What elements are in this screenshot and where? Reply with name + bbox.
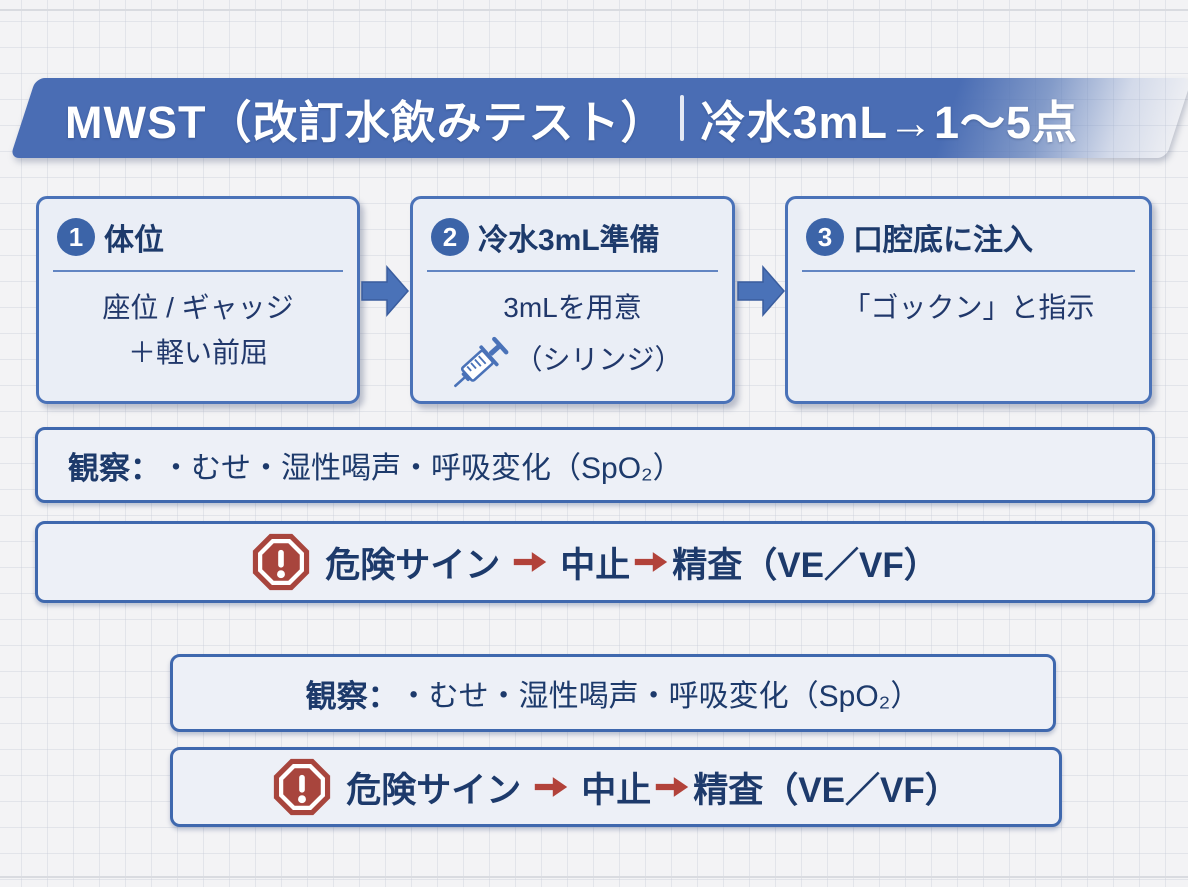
- banner-divider: [680, 95, 685, 141]
- danger-followup-text: 精査（VE／VF）: [693, 770, 960, 810]
- observation-label: 観察：: [305, 678, 399, 714]
- step-3-body: 「ゴックン」と指示: [788, 285, 1149, 330]
- step-3-header: 3 口腔底に注入: [788, 199, 1149, 259]
- step-box-1: 1 体位 座位 / ギャッジ ＋軽い前屈: [36, 196, 360, 404]
- step-3-line-1: 「ゴックン」と指示: [842, 292, 1095, 323]
- step-3-number-badge: 3: [806, 218, 844, 256]
- observation-text: ・むせ・湿性喝声・呼吸変化（SpO₂）: [398, 680, 921, 713]
- title-banner: MWST（改訂水飲みテスト） 冷水3mL→1〜5点: [10, 78, 1188, 158]
- step-2-line-1: 3mLを用意: [503, 292, 642, 323]
- danger-stop-text: 中止: [581, 770, 652, 810]
- step-1-line-1: 座位 / ギャッジ: [102, 292, 294, 323]
- danger-band-1: 危険サイン 中止 精査（VE／VF）: [35, 521, 1155, 603]
- step-2-syringe-row: （シリンジ）: [413, 332, 732, 388]
- divider: [802, 270, 1135, 272]
- stop-warning-icon: [272, 757, 332, 817]
- syringe-icon: [429, 311, 534, 416]
- title-banner-content: MWST（改訂水飲みテスト） 冷水3mL→1〜5点: [23, 78, 1179, 158]
- step-3-title: 口腔底に注入: [853, 224, 1033, 257]
- divider: [427, 270, 718, 272]
- banner-subtitle: 冷水3mL→1〜5点: [700, 96, 1079, 148]
- step-2-line-2: （シリンジ）: [514, 343, 683, 375]
- step-2-header: 2 冷水3mL準備: [413, 199, 732, 259]
- danger-band-2: 危険サイン 中止 精査（VE／VF）: [170, 747, 1062, 827]
- observation-label: 観察：: [68, 450, 161, 486]
- banner-title: MWST（改訂水飲みテスト）: [65, 96, 667, 148]
- observation-band-2: 観察： ・むせ・湿性喝声・呼吸変化（SpO₂）: [170, 654, 1056, 732]
- divider: [53, 270, 343, 272]
- step-1-title: 体位: [104, 224, 164, 257]
- step-2-number-badge: 2: [431, 218, 469, 256]
- observation-band-1: 観察： ・むせ・湿性喝声・呼吸変化（SpO₂）: [35, 427, 1155, 503]
- step-1-line-2: ＋軽い前屈: [127, 337, 268, 369]
- page-edge-line: [0, 9, 1188, 11]
- danger-sign-text: 危険サイン: [346, 770, 522, 810]
- danger-stop-text: 中止: [560, 545, 631, 585]
- danger-sign-text: 危険サイン: [325, 545, 501, 585]
- step-1-number-badge: 1: [57, 218, 95, 256]
- step-2-body: 3mLを用意 （シリンジ）: [413, 285, 732, 388]
- arrow-right-icon: [737, 265, 785, 317]
- step-box-2: 2 冷水3mL準備 3mLを用意 （シリンジ）: [410, 196, 735, 404]
- arrow-right-icon: [361, 265, 409, 317]
- page-edge-line: [0, 876, 1188, 878]
- arrow-right-icon: [635, 552, 668, 572]
- step-2-title: 冷水3mL準備: [478, 224, 660, 257]
- observation-text: ・むせ・湿性喝声・呼吸変化（SpO₂）: [161, 452, 683, 485]
- stop-warning-icon: [251, 532, 311, 592]
- step-1-header: 1 体位: [39, 199, 357, 259]
- arrow-right-icon: [514, 552, 547, 572]
- step-box-3: 3 口腔底に注入 「ゴックン」と指示: [785, 196, 1152, 404]
- arrow-right-icon: [535, 777, 568, 797]
- danger-followup-text: 精査（VE／VF）: [672, 545, 939, 585]
- arrow-right-icon: [656, 777, 689, 797]
- step-1-body: 座位 / ギャッジ ＋軽い前屈: [39, 285, 357, 376]
